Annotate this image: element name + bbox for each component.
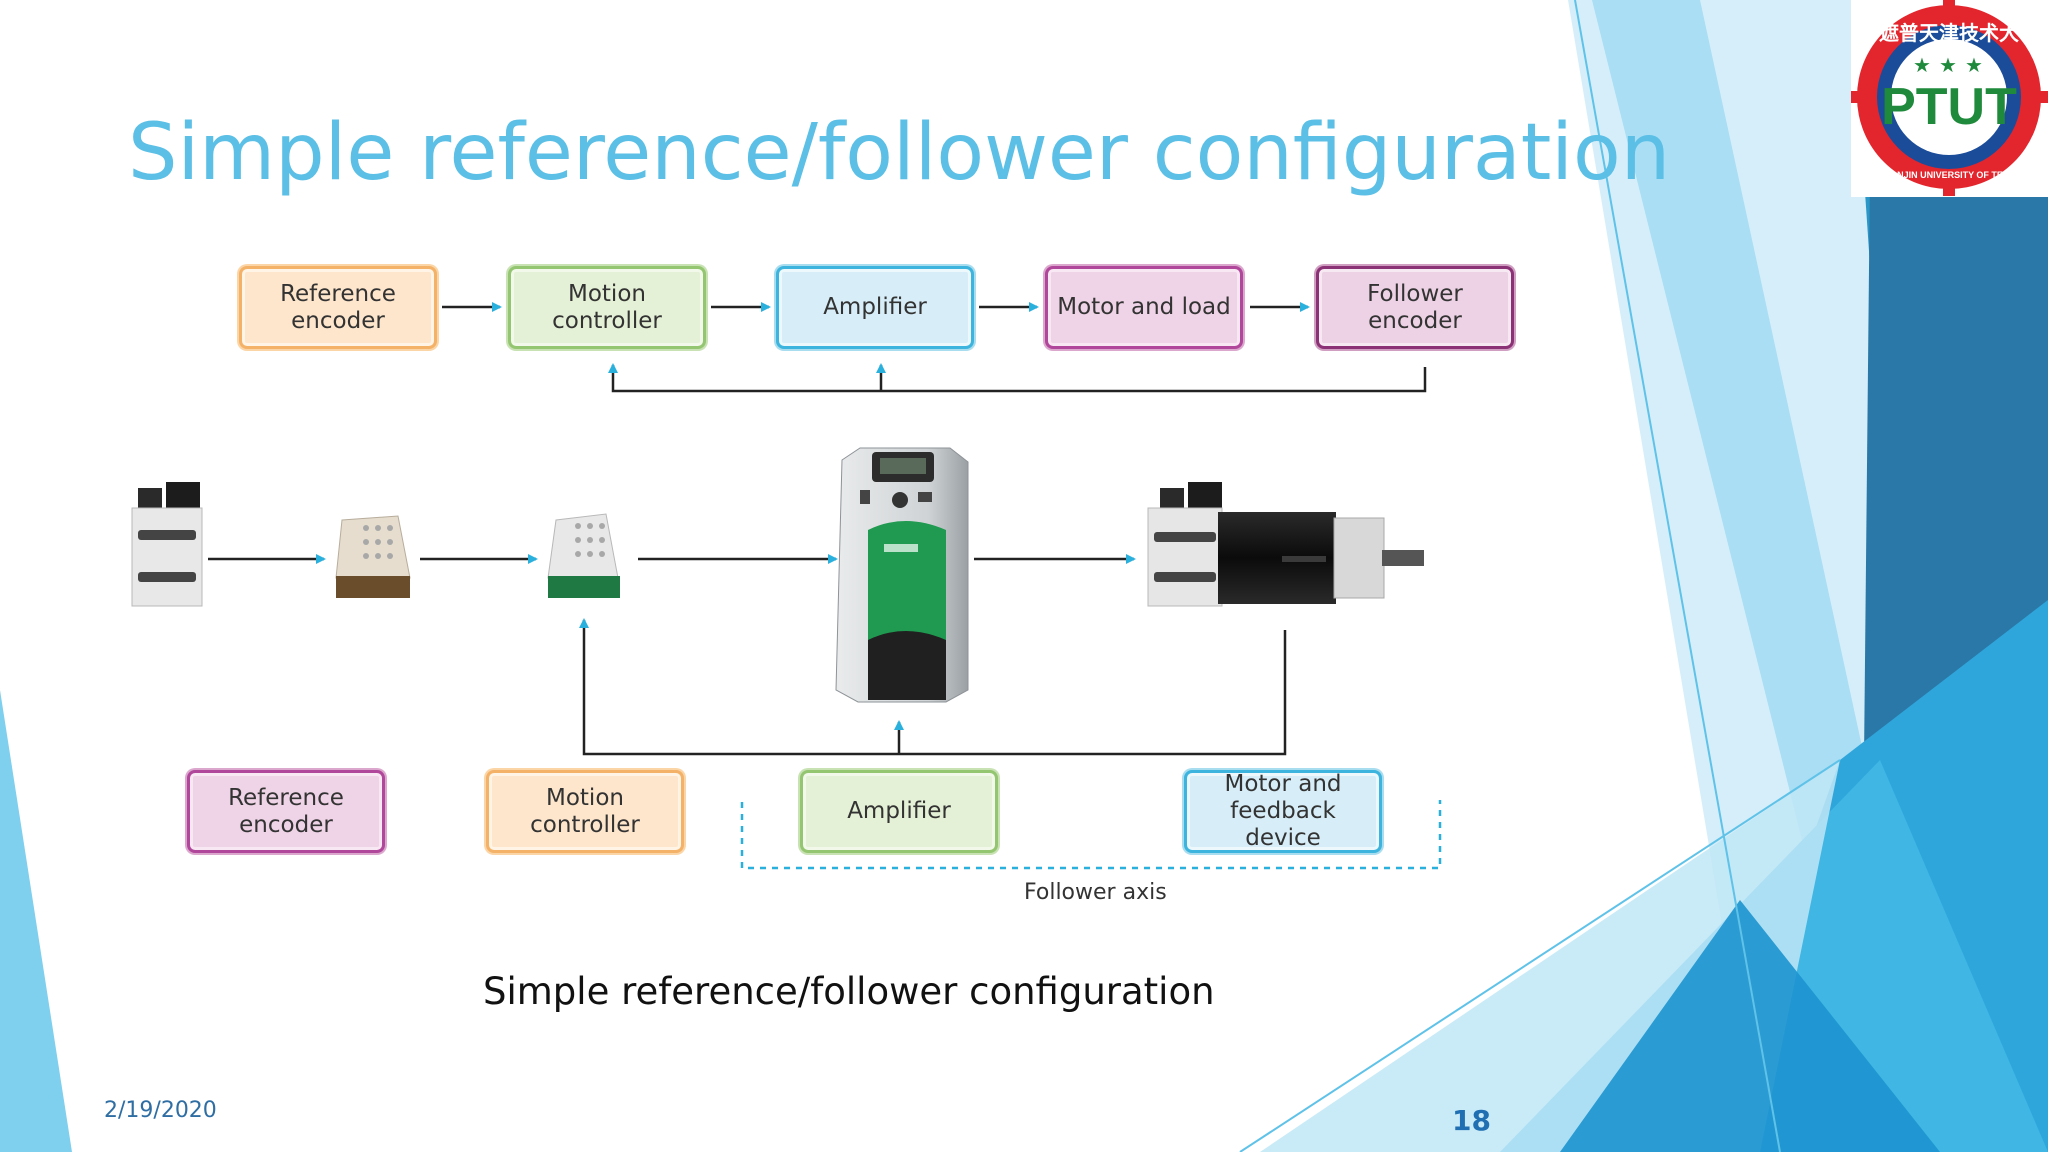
box-label: Follower encoder bbox=[1367, 280, 1463, 334]
figure-caption: Simple reference/follower configuration bbox=[483, 970, 1215, 1013]
bottom-feedback-line bbox=[579, 618, 1287, 756]
box-label: Amplifier bbox=[847, 798, 951, 824]
top-box-reference-encoder: Reference encoder bbox=[239, 266, 437, 349]
encoder-module-device bbox=[335, 515, 411, 598]
slide-date: 2/19/2020 bbox=[104, 1098, 217, 1123]
box-label: Reference encoder bbox=[228, 784, 344, 838]
bottom-box-motor-feedback-device: Motor and feedback device bbox=[1184, 770, 1382, 853]
top-box-motion-controller: Motion controller bbox=[508, 266, 706, 349]
box-label: Motion controller bbox=[530, 784, 640, 838]
box-label: Motion controller bbox=[552, 280, 662, 334]
svg-text:★: ★ bbox=[1965, 53, 1983, 77]
follower-axis-bracket bbox=[740, 800, 1442, 870]
controller-module-device bbox=[547, 513, 620, 598]
box-label: Reference encoder bbox=[280, 280, 396, 334]
servo-drive-device bbox=[835, 447, 969, 703]
university-logo: 旁遮普天津技术大学 ★ ★ ★ PTUT PUNJAB TIANJIN UNIV… bbox=[1843, 0, 2048, 197]
bottom-box-amplifier: Amplifier bbox=[800, 770, 998, 853]
box-label: Amplifier bbox=[823, 294, 927, 320]
box-label: Motor and load bbox=[1057, 294, 1231, 320]
top-box-amplifier: Amplifier bbox=[776, 266, 974, 349]
ptut-seal-icon: 旁遮普天津技术大学 ★ ★ ★ PTUT PUNJAB TIANJIN UNIV… bbox=[1843, 0, 2048, 196]
slide-number: 18 bbox=[1452, 1104, 1491, 1137]
box-label: Motor and feedback device bbox=[1224, 771, 1342, 851]
top-box-follower-encoder: Follower encoder bbox=[1316, 266, 1514, 349]
slide-title: Simple reference/follower configuration bbox=[128, 108, 1671, 198]
svg-text:★: ★ bbox=[1913, 53, 1931, 77]
reference-encoder-device bbox=[131, 482, 203, 607]
logo-ring-text: PUNJAB TIANJIN UNIVERSITY OF TECHNOLOGY bbox=[1851, 170, 2048, 180]
servo-motor-device bbox=[1147, 482, 1424, 607]
follower-axis-label: Follower axis bbox=[1024, 880, 1167, 905]
logo-text: PTUT bbox=[1881, 78, 2017, 136]
top-box-motor-and-load: Motor and load bbox=[1045, 266, 1243, 349]
bottom-box-reference-encoder: Reference encoder bbox=[187, 770, 385, 853]
bottom-box-motion-controller: Motion controller bbox=[486, 770, 684, 853]
logo-top-text: 旁遮普天津技术大学 bbox=[1858, 21, 2039, 45]
top-feedback-line bbox=[608, 363, 1427, 393]
svg-text:★: ★ bbox=[1939, 53, 1957, 77]
